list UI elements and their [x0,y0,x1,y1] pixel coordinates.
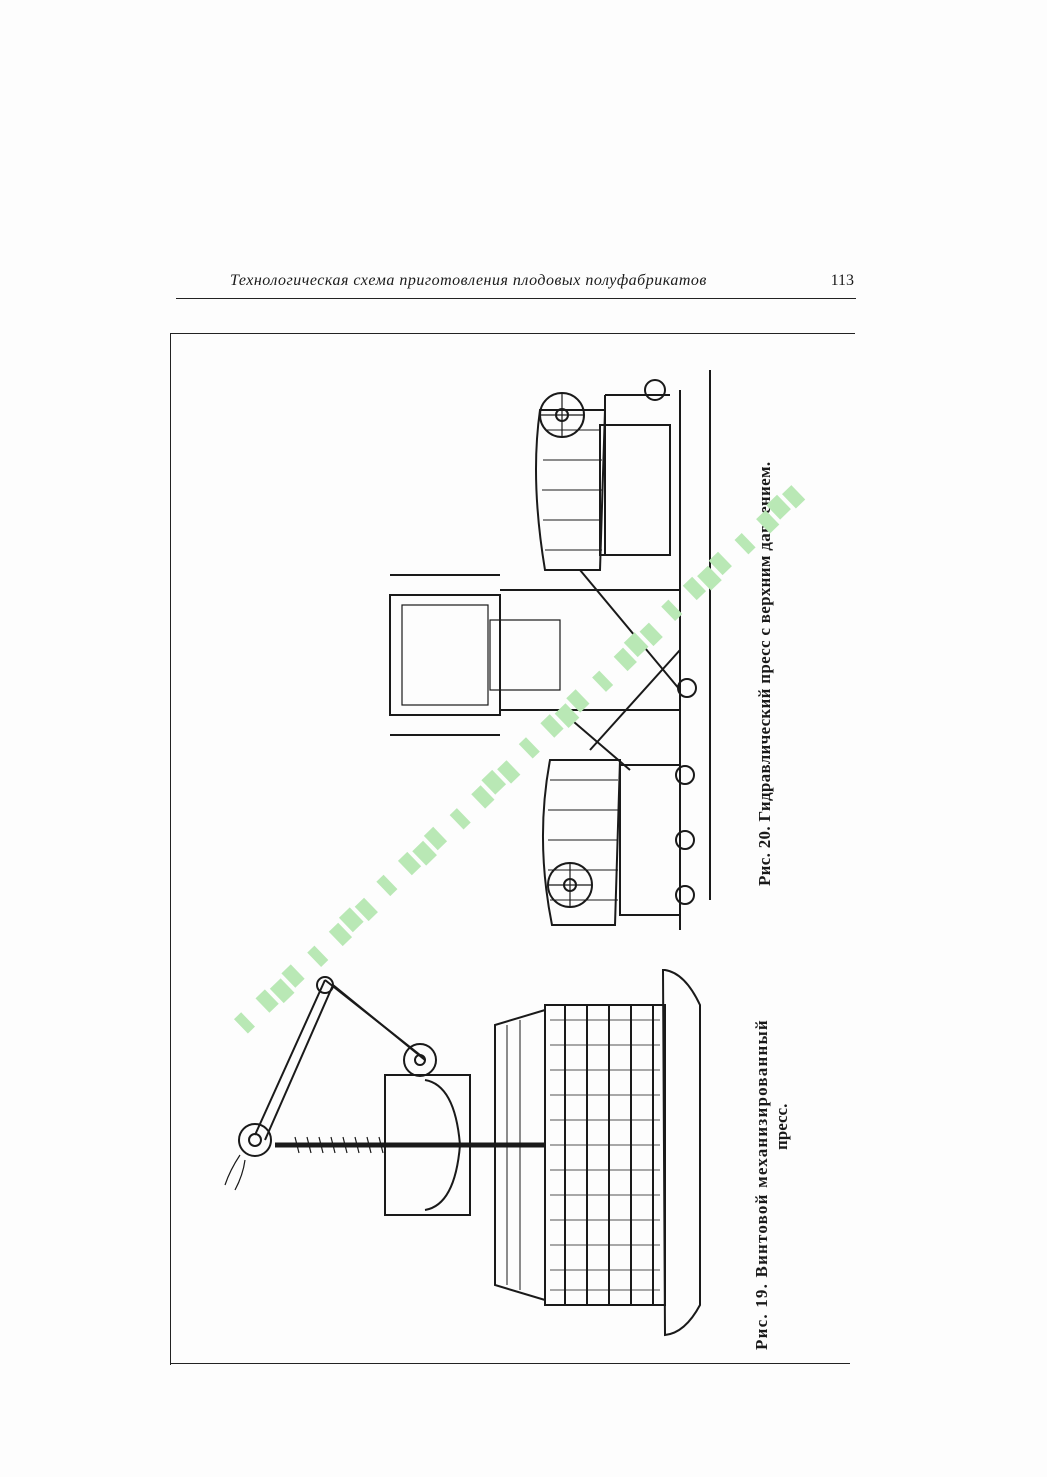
watermark-block [781,485,806,509]
watermark-block [613,647,637,672]
plate-top-rule [170,333,855,334]
watermark-block [397,851,422,876]
watermark-block [471,785,495,809]
watermark-block [623,632,649,658]
watermark-block [255,989,279,1013]
plate-left-rule [170,333,171,1365]
figure-19-caption-line2: пресс. [772,1103,791,1150]
watermark-block [639,622,663,647]
watermark-block [682,576,707,601]
watermark-block [233,1012,256,1034]
page-number: 113 [830,272,854,289]
figure-19-caption: Рис. 19. Винтовой механизированный пресс… [752,1019,792,1350]
watermark-block [566,689,590,713]
watermark-stripe [228,458,831,1043]
watermark-block [423,826,448,851]
watermark-block [354,897,378,922]
watermark-block [376,874,398,897]
watermark-block [412,840,437,866]
watermark-block [661,599,683,621]
watermark-block [554,703,580,729]
screw-press-drawing [224,969,701,1337]
watermark-block [697,565,722,591]
watermark-block [518,737,540,759]
watermark-block [328,922,353,947]
watermark-block [307,945,329,968]
watermark-block [281,964,305,988]
figure-plate [170,333,855,1365]
watermark-block [481,769,507,795]
running-title: Технологическая схема приготовления плод… [230,272,707,289]
watermark-block [592,670,614,692]
watermark-block [338,907,364,933]
watermark-block [708,551,732,576]
watermark-block [540,714,564,738]
watermark-block [734,533,756,555]
watermark-block [756,510,780,534]
watermark-block [766,494,791,520]
watermark-block [269,978,295,1004]
running-head: Технологическая схема приготовления плод… [176,270,856,299]
plate-bottom-rule [170,1363,850,1364]
figure-19-caption-line1: Рис. 19. Винтовой механизированный [752,1019,771,1350]
watermark-block [449,808,471,830]
watermark-block [497,760,521,784]
watermark-graphic [233,485,806,1034]
figure-screw-press [215,965,715,1340]
